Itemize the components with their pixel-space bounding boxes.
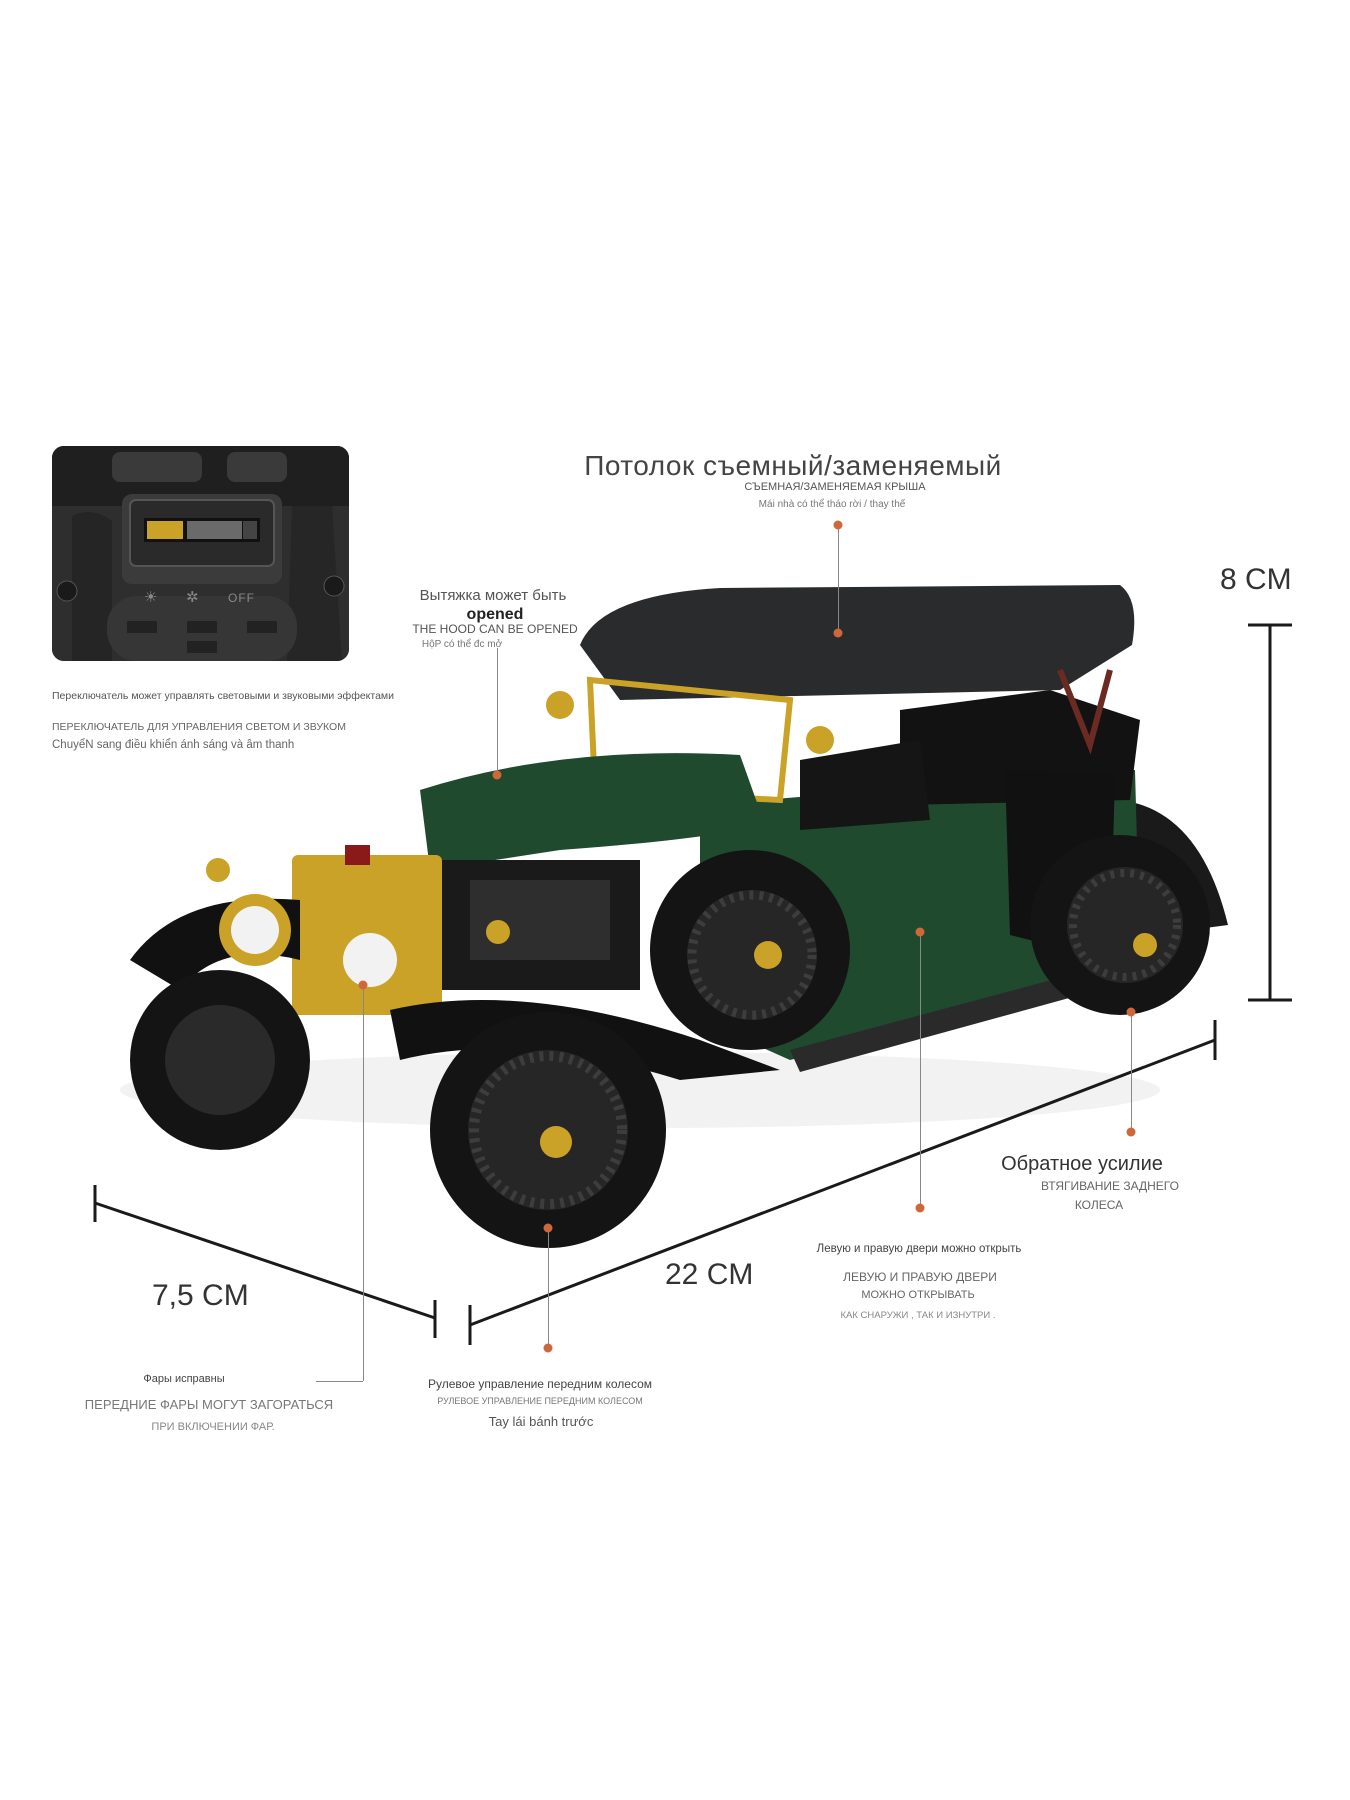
- switch-title: Переключатель может управлять световыми …: [52, 690, 394, 702]
- light-icon: ✲: [186, 589, 199, 606]
- steering-target-dot: [543, 1223, 553, 1233]
- steering-line-vi: Tay lái bánh trước: [488, 1414, 594, 1429]
- roof-callout-dot: [833, 520, 843, 530]
- wheel-front-right: [430, 1012, 666, 1248]
- doors-line-1: ЛЕВУЮ И ПРАВУЮ ДВЕРИ: [843, 1270, 997, 1284]
- pullback-leader-line: [1131, 1012, 1132, 1132]
- hood-title: Вытяжка может быть: [419, 587, 567, 604]
- doors-leader-line: [920, 932, 921, 1208]
- wheel-rear-left: [650, 850, 850, 1050]
- length-dimension-label: 22 CM: [665, 1258, 754, 1291]
- hood-line-vi: HộP có thể đc mở: [421, 639, 503, 650]
- width-dimension-label: 7,5 CM: [152, 1279, 249, 1312]
- pullback-target-dot: [1126, 1007, 1136, 1017]
- running-board: [790, 975, 1080, 1072]
- off-label: OFF: [228, 591, 255, 605]
- height-dimension-label: 8 CM: [1220, 563, 1292, 596]
- steering-line-ru: РУЛЕВОЕ УПРАВЛЕНИЕ ПЕРЕДНИМ КОЛЕСОМ: [437, 1396, 643, 1406]
- headlights-leader-line: [363, 985, 364, 1381]
- roof-target-dot: [833, 628, 843, 638]
- switch-inset-graphic: [52, 446, 349, 661]
- doors-title: Левую и правую двери можно открыть: [816, 1243, 1022, 1255]
- doors-target-dot: [915, 927, 925, 937]
- hood-title-2: opened: [466, 606, 524, 623]
- headlights-line-2: ПРИ ВКЛЮЧЕНИИ ФАР.: [151, 1421, 275, 1433]
- hood-leader-line: [497, 648, 498, 775]
- car-roof: [580, 585, 1135, 700]
- wheel-front-left: [130, 970, 310, 1150]
- steering-title: Рулевое управление передним колесом: [428, 1377, 652, 1391]
- steering-callout-dot: [543, 1343, 553, 1353]
- pullback-line-1: ВТЯГИВАНИЕ ЗАДНЕГО: [1041, 1179, 1179, 1193]
- switch-line-ru: ПЕРЕКЛЮЧАТЕЛЬ ДЛЯ УПРАВЛЕНИЯ СВЕТОМ И ЗВ…: [52, 721, 346, 733]
- switch-inset-photo: ☀ ✲ OFF: [52, 446, 349, 661]
- hood-target-dot: [492, 770, 502, 780]
- doors-line-3: КАК СНАРУЖИ , ТАК И ИЗНУТРИ .: [840, 1310, 996, 1321]
- hood-line-en: THE HOOD CAN BE OPENED: [412, 622, 578, 636]
- pullback-line-2: КОЛЕСА: [1074, 1198, 1124, 1212]
- car-hood: [420, 753, 765, 870]
- doors-line-2: МОЖНО ОТКРЫВАТЬ: [861, 1289, 975, 1301]
- headlights-line-1: ПЕРЕДНИЕ ФАРЫ МОГУТ ЗАГОРАТЬСЯ: [84, 1397, 334, 1412]
- roof-title: Потолок съемный/заменяемый: [584, 450, 1002, 481]
- wheel-rear-right: [1030, 835, 1210, 1015]
- switch-line-vi: ChuyểN sang điều khiển ánh sáng và âm th…: [52, 739, 295, 751]
- doors-callout-dot: [915, 1203, 925, 1213]
- pullback-title: Обратное усилие: [1001, 1153, 1163, 1175]
- roof-line-vi: Mái nhà có thể tháo rời / thay thế: [758, 499, 906, 510]
- length-dimension-line: [469, 1038, 1216, 1327]
- steering-leader-line: [548, 1228, 549, 1348]
- sound-icon: ☀: [144, 589, 158, 606]
- headlights-title: Фары исправны: [143, 1373, 225, 1385]
- roof-leader-line: [838, 525, 839, 633]
- headlights-leader-tick: [316, 1381, 363, 1382]
- roof-line-ru: СЪЕМНАЯ/ЗАМЕНЯЕМАЯ КРЫША: [744, 481, 926, 493]
- width-dimension-line: [94, 1201, 436, 1320]
- headlights-target-dot: [358, 980, 368, 990]
- pullback-callout-dot: [1126, 1127, 1136, 1137]
